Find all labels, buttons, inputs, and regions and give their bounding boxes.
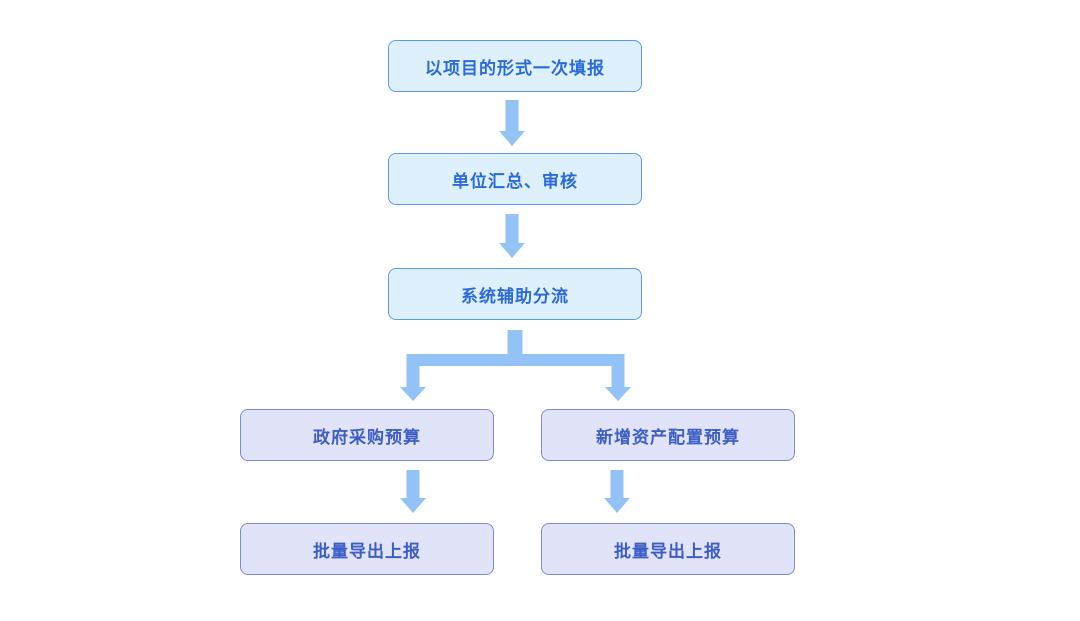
node-step-2-label: 单位汇总、审核 (452, 171, 578, 191)
node-step-3: 系统辅助分流 (388, 268, 642, 320)
node-export-left-label: 批量导出上报 (313, 541, 421, 561)
node-branch-left-label: 政府采购预算 (313, 427, 421, 447)
arrow-branchleft-exportleft (400, 470, 426, 513)
node-branch-right: 新增资产配置预算 (541, 409, 795, 461)
arrow-step3-branch-split (400, 330, 631, 401)
node-export-left: 批量导出上报 (240, 523, 494, 575)
node-export-right-label: 批量导出上报 (614, 541, 722, 561)
node-branch-right-label: 新增资产配置预算 (596, 427, 740, 447)
arrow-step1-step2 (499, 100, 525, 146)
node-export-right: 批量导出上报 (541, 523, 795, 575)
arrow-step2-step3 (499, 214, 525, 258)
node-step-1: 以项目的形式一次填报 (388, 40, 642, 92)
node-branch-left: 政府采购预算 (240, 409, 494, 461)
arrow-branchright-exportright (604, 470, 630, 513)
node-step-2: 单位汇总、审核 (388, 153, 642, 205)
node-step-3-label: 系统辅助分流 (461, 286, 569, 306)
node-step-1-label: 以项目的形式一次填报 (425, 58, 605, 78)
